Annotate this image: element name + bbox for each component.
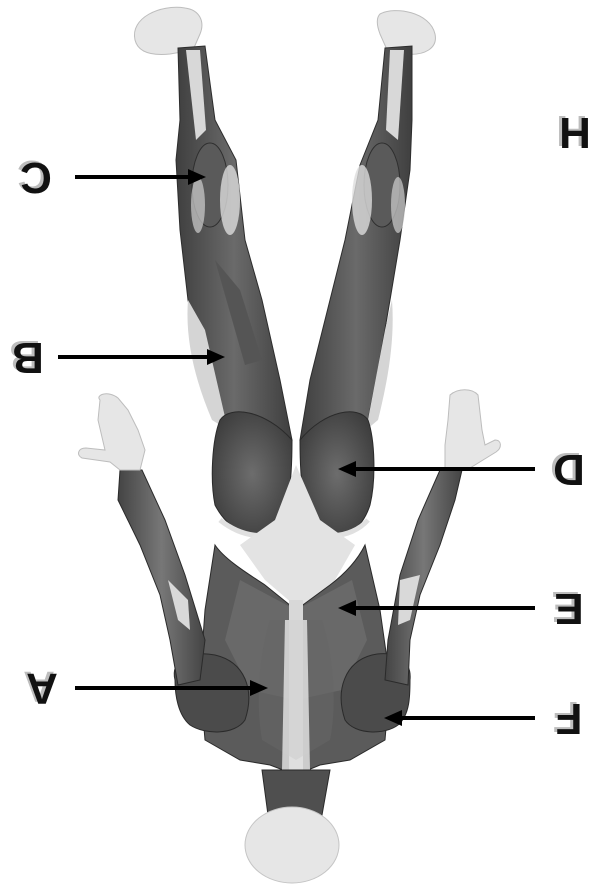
head [245,807,339,883]
left-arm [118,470,205,685]
label-b: B [12,333,44,382]
human-figure [79,7,501,883]
label-e: E [554,584,583,633]
label-d: D [553,445,585,494]
right-leg [300,46,412,440]
left-hand [79,394,145,470]
label-c: C [20,153,52,202]
label-a: A [26,664,58,713]
label-h: H [559,108,591,157]
label-f: F [556,694,583,743]
left-leg [176,46,292,440]
right-arm [385,470,462,685]
right-hand [445,390,500,470]
